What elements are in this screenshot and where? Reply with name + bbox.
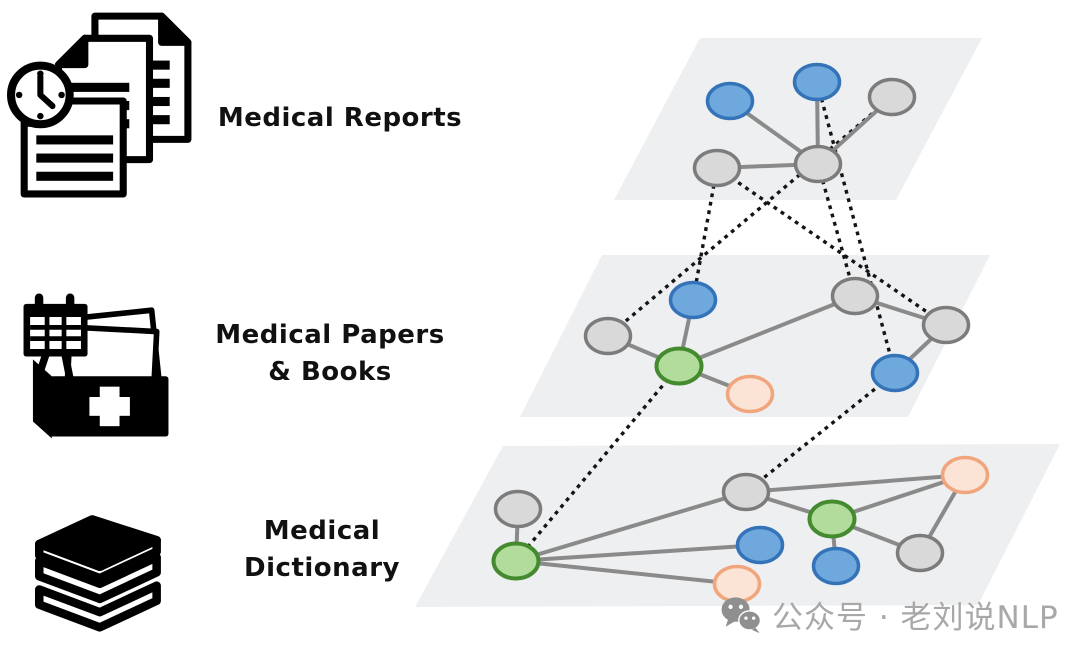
graph-edge [515, 559, 738, 586]
graph-node-blue [811, 546, 861, 586]
watermark: 公众号 · 老刘说NLP [720, 592, 1059, 637]
graph-edge [745, 473, 966, 494]
graph-node-blue [705, 81, 755, 121]
wechat-icon [720, 596, 762, 634]
graph-node-orange [940, 455, 990, 495]
watermark-text: 公众号 · 老刘说NLP [772, 600, 1059, 636]
source-label-line: & Books [268, 357, 392, 387]
source-label-papers: Medical Papers & Books [205, 317, 455, 391]
graph-node-gray [867, 77, 917, 117]
graph-node-green [807, 499, 857, 539]
cross-layer-edge [606, 95, 894, 338]
graph-node-gray [493, 489, 543, 529]
graph-node-gray [692, 148, 742, 188]
source-label-dictionary: Medical Dictionary [207, 513, 437, 587]
graph-node-gray [921, 305, 971, 345]
cross-layer-edge [691, 167, 719, 301]
graph-node-blue [668, 280, 718, 320]
source-label-reports: Medical Reports [205, 100, 475, 137]
source-label-line: Medical [263, 516, 381, 546]
graph-node-blue [792, 62, 842, 102]
documents-clock-icon [6, 6, 198, 198]
graph-node-blue [870, 353, 920, 393]
graph-node-gray [830, 276, 880, 316]
source-label-line: Medical Reports [217, 103, 463, 133]
medical-archive-icon [16, 286, 176, 444]
graph-node-gray [793, 144, 843, 184]
books-stack-icon [26, 500, 168, 642]
cross-layer-edge [716, 166, 947, 327]
graph-node-blue [735, 525, 785, 565]
graph-edge [515, 543, 761, 563]
graph-node-orange [725, 374, 775, 414]
graph-node-gray [721, 472, 771, 512]
cross-layer-edge [815, 81, 897, 374]
cross-layer-edge [744, 371, 897, 494]
graph-node-gray [895, 533, 945, 573]
graph-node-green [491, 541, 541, 581]
source-label-line: Dictionary [244, 553, 400, 583]
graph-edge [515, 490, 747, 563]
graph-node-gray [583, 316, 633, 356]
source-label-line: Medical Papers [215, 320, 445, 350]
cross-layer-edge [816, 163, 857, 297]
graph-edge [678, 294, 856, 368]
graph-node-green [654, 346, 704, 386]
